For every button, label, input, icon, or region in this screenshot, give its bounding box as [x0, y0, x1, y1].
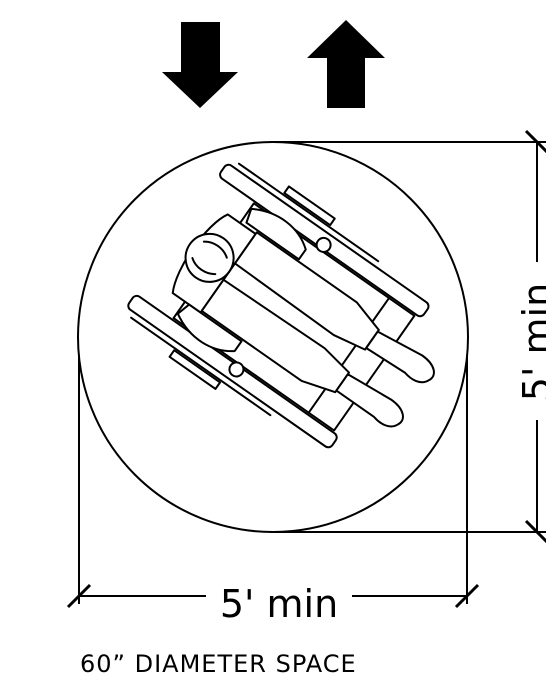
wheelchair-user-figure: [127, 162, 435, 449]
tick-top: [524, 129, 546, 154]
horizontal-dimension-label: 5' min: [220, 582, 338, 626]
horizontal-dimension: [66, 355, 480, 609]
vertical-dimension-label: 5' min: [515, 283, 546, 401]
vertical-dimension: [270, 129, 546, 544]
arrow-up-icon: [307, 20, 385, 108]
tick-left: [66, 583, 92, 609]
tick-bottom: [524, 519, 546, 544]
diagram-caption: 60” DIAMETER SPACE: [80, 650, 357, 678]
tick-right: [454, 583, 480, 609]
arrow-down-icon: [162, 22, 238, 108]
